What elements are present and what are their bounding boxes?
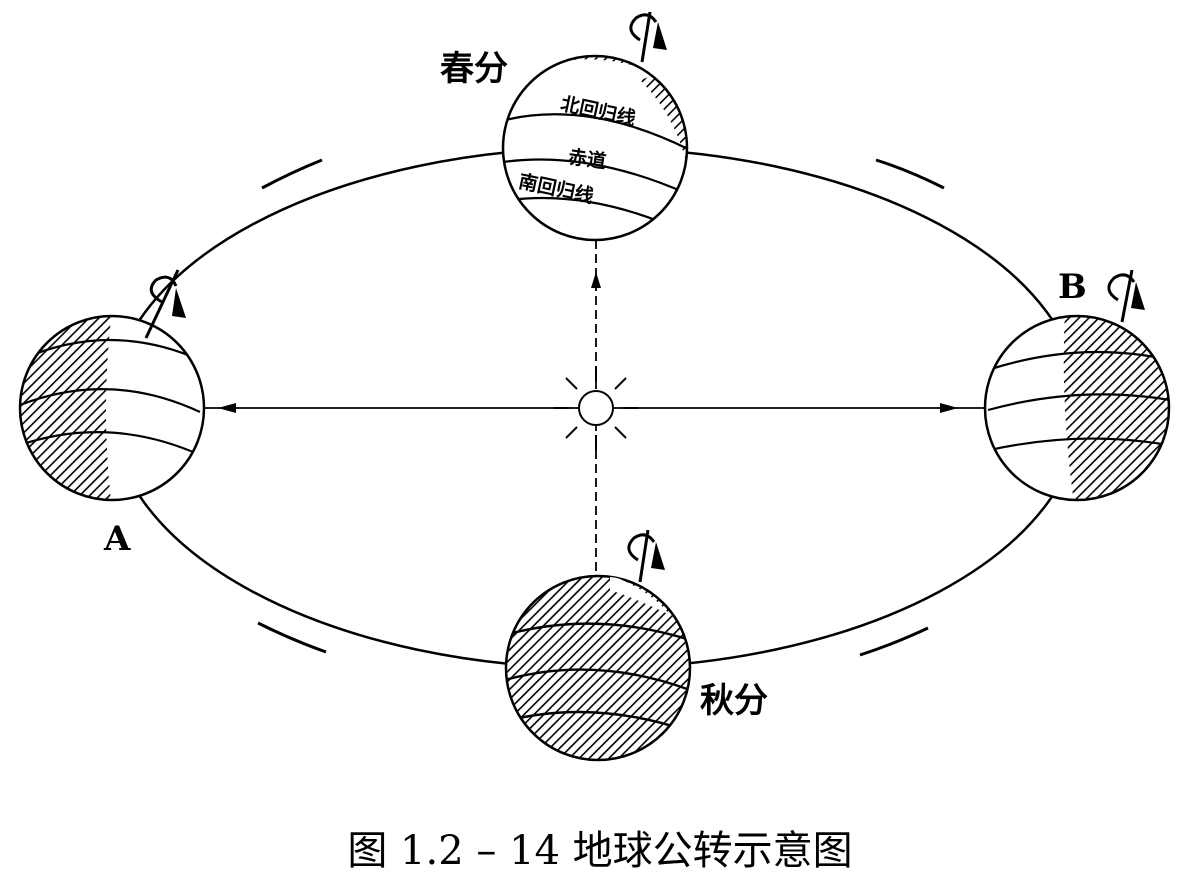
rotation-axis-icon xyxy=(1107,269,1145,323)
globe-autumn-equinox xyxy=(504,574,692,762)
rotation-axis-icon xyxy=(627,529,665,583)
globe-spring-equinox xyxy=(501,54,689,242)
sun-icon xyxy=(554,366,638,450)
label-position-a: A xyxy=(103,519,131,559)
figure-caption: 图 1.2 – 14 地球公转示意图 xyxy=(347,828,853,874)
globe-position-a xyxy=(18,314,206,502)
globe-position-b xyxy=(983,314,1171,502)
label-autumn-equinox: 秋分 xyxy=(700,681,768,721)
label-equator: 赤道 xyxy=(567,145,608,173)
label-spring-equinox: 春分 xyxy=(440,49,508,89)
axis-arrowheads xyxy=(218,272,958,413)
rotation-axis-icon xyxy=(629,11,667,63)
label-position-b: B xyxy=(1058,267,1087,307)
rotation-axis-icon xyxy=(144,269,186,339)
orbit-motion-marks xyxy=(257,158,945,657)
